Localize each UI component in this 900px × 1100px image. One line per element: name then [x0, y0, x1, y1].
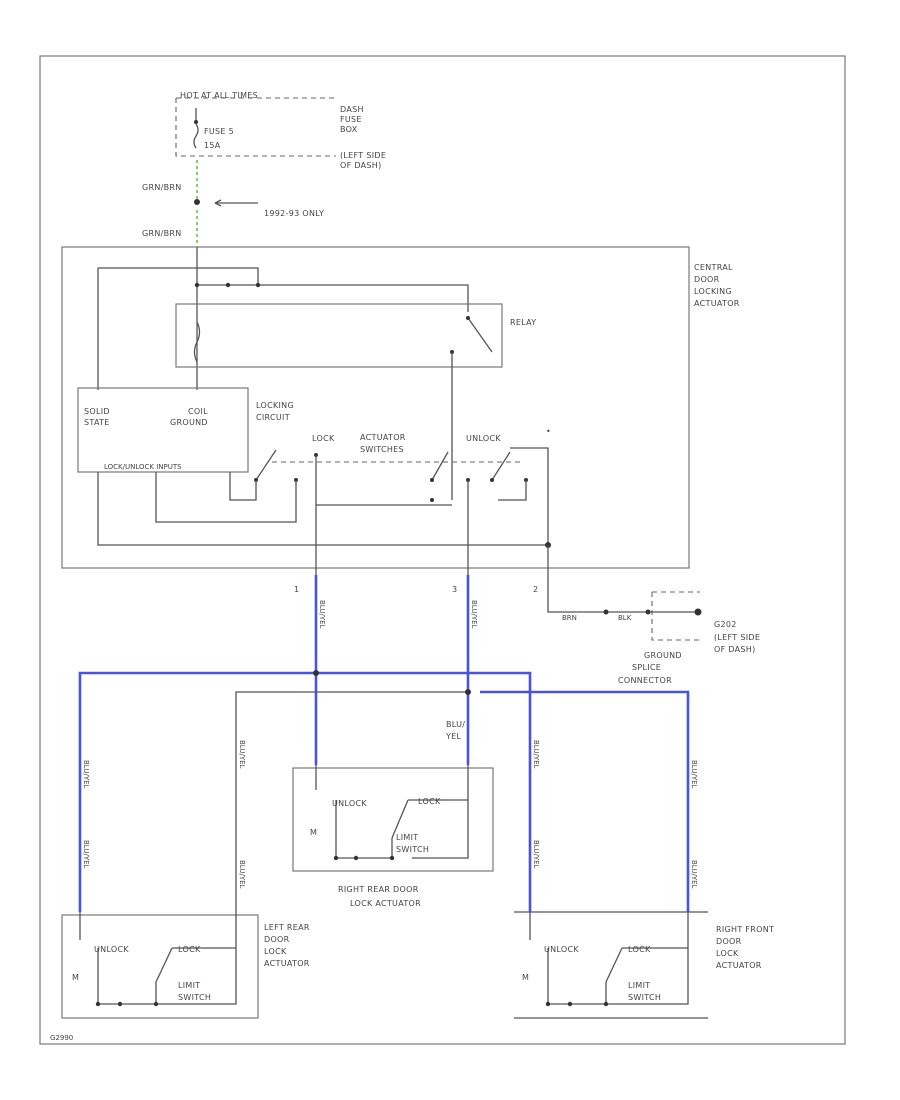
fuse-box: HOT AT ALL TIMES FUSE 5 15A DASH FUSE BO…: [175, 91, 386, 170]
wire-label-left-outer: BLU/YEL: [82, 760, 90, 789]
rr-limit-label-1: LIMIT: [396, 833, 418, 842]
central-locking-unit: CENTRAL DOOR LOCKING ACTUATOR RELAY SOLI…: [61, 246, 740, 575]
solid-state-box: [77, 387, 249, 473]
rf-limit-label-2: SWITCH: [628, 993, 661, 1002]
wire-label-left-outer-2: BLU/YEL: [82, 840, 90, 869]
fuse-box-note-4: (LEFT SIDE: [340, 151, 386, 160]
gnd-wire-label-1: BRN: [562, 614, 577, 622]
lr-title-1: LEFT REAR: [264, 923, 310, 932]
ground-location-1: (LEFT SIDE: [714, 633, 760, 642]
solid-state-label-1: SOLID: [84, 407, 110, 416]
central-unit-title-4: ACTUATOR: [694, 299, 740, 308]
coil-ground-label-1: COIL: [188, 407, 208, 416]
rf-lock-label: LOCK: [628, 945, 651, 954]
wire-label-top-1: GRN/BRN: [142, 183, 182, 192]
central-unit-title-2: DOOR: [694, 275, 720, 284]
fuse-box-note-1: DASH: [340, 105, 364, 114]
solid-state-label-2: STATE: [84, 418, 110, 427]
rf-title-3: LOCK: [716, 949, 739, 958]
relay-coil: [193, 321, 201, 363]
lr-unlock-label: UNLOCK: [94, 945, 129, 954]
figure-id: G2990: [50, 1034, 73, 1042]
pin-label-2: 2: [533, 585, 538, 594]
central-unit-title-3: LOCKING: [694, 287, 732, 296]
lock-label: LOCK: [312, 434, 335, 443]
lr-limit-label-2: SWITCH: [178, 993, 211, 1002]
splice-point: [194, 199, 200, 205]
ground-splice-label-3: CONNECTOR: [618, 676, 672, 685]
unlock-label: UNLOCK: [466, 434, 501, 443]
wire-label-left-inner: BLU/YEL: [238, 740, 246, 769]
fuse-box-note-5: OF DASH): [340, 161, 382, 170]
ground-location-2: OF DASH): [714, 645, 756, 654]
ground-splice-label-2: SPLICE: [632, 663, 661, 672]
diagram-frame: [39, 55, 846, 1045]
ground-g202-label: G202: [714, 620, 737, 629]
locking-circuit-label-2: CIRCUIT: [256, 413, 290, 422]
wire-label-right-inner: BLU/YEL: [532, 740, 540, 769]
central-unit-title-1: CENTRAL: [694, 263, 733, 272]
wire-label-left-inner-2: BLU/YEL: [238, 860, 246, 889]
rf-title-4: ACTUATOR: [716, 961, 762, 970]
pin-label-3: 3: [452, 585, 457, 594]
model-note-label: 1992-93 ONLY: [264, 209, 324, 218]
actuator-switch-1: [431, 451, 449, 481]
actuator-switch-2: [491, 451, 511, 481]
hot-at-all-times-label: HOT AT ALL TIMES: [180, 91, 258, 100]
rf-motor-icon: M: [522, 973, 529, 982]
lr-motor-icon: M: [72, 973, 79, 982]
fuse-label: FUSE 5: [204, 127, 234, 136]
rf-title-1: RIGHT FRONT: [716, 925, 774, 934]
rr-title-2: LOCK ACTUATOR: [350, 899, 421, 908]
wire-label-pin-3: BLU/YEL: [470, 600, 478, 629]
lr-lock-label: LOCK: [178, 945, 201, 954]
lr-title-3: LOCK: [264, 947, 287, 956]
fuse-symbol: [193, 123, 199, 149]
relay-contact: [467, 317, 493, 353]
harness-wires: [78, 575, 690, 912]
relay-box: [175, 303, 503, 368]
switch-marker: •: [546, 427, 551, 436]
lr-title-2: DOOR: [264, 935, 290, 944]
rf-title-2: DOOR: [716, 937, 742, 946]
rr-lock-label: LOCK: [418, 797, 441, 806]
pin-label-1: 1: [294, 585, 299, 594]
wire-label-right-outer: BLU/YEL: [690, 760, 698, 789]
blu-yel-center-1: BLU/: [446, 720, 465, 729]
right-rear-actuator: UNLOCK LOCK LIMIT SWITCH M RIGHT REAR DO…: [292, 765, 494, 908]
actuator-switches-label-1: ACTUATOR: [360, 433, 406, 442]
fuse-box-note-2: FUSE: [340, 115, 362, 124]
locking-switch: [255, 449, 277, 481]
rf-unlock-label: UNLOCK: [544, 945, 579, 954]
right-front-actuator: UNLOCK LOCK LIMIT SWITCH M RIGHT FRONT D…: [514, 911, 774, 1019]
ground-splice-label-1: GROUND: [644, 651, 682, 660]
rf-limit-label-1: LIMIT: [628, 981, 650, 990]
central-unit-box: [61, 246, 690, 569]
locking-circuit-label-1: LOCKING: [256, 401, 294, 410]
wire-label-right-inner-2: BLU/YEL: [532, 840, 540, 869]
relay-label: RELAY: [510, 318, 537, 327]
rr-limit-label-2: SWITCH: [396, 845, 429, 854]
ground-point: [694, 608, 702, 616]
lock-unlock-inputs-label: LOCK/UNLOCK INPUTS: [104, 463, 182, 471]
wire-label-top-2: GRN/BRN: [142, 229, 182, 238]
lr-title-4: ACTUATOR: [264, 959, 310, 968]
fuse-rating-label: 15A: [204, 141, 221, 150]
coil-ground-label-2: GROUND: [170, 418, 208, 427]
rr-unlock-label: UNLOCK: [332, 799, 367, 808]
rr-title-1: RIGHT REAR DOOR: [338, 885, 419, 894]
blu-yel-center-2: YEL: [445, 732, 462, 741]
ground-circuit: BRN BLK G202 (LEFT SIDE OF DASH) GROUND …: [547, 575, 760, 685]
gnd-wire-label-2: BLK: [618, 614, 632, 622]
lr-limit-label-1: LIMIT: [178, 981, 200, 990]
left-rear-actuator: UNLOCK LOCK LIMIT SWITCH M LEFT REAR DOO…: [61, 912, 310, 1019]
fuse-box-note-3: BOX: [340, 125, 358, 134]
wire-label-right-outer-2: BLU/YEL: [690, 860, 698, 889]
actuator-switches-label-2: SWITCHES: [360, 445, 404, 454]
wire-label-pin-1: BLU/YEL: [318, 600, 326, 629]
rr-motor-icon: M: [310, 828, 317, 837]
